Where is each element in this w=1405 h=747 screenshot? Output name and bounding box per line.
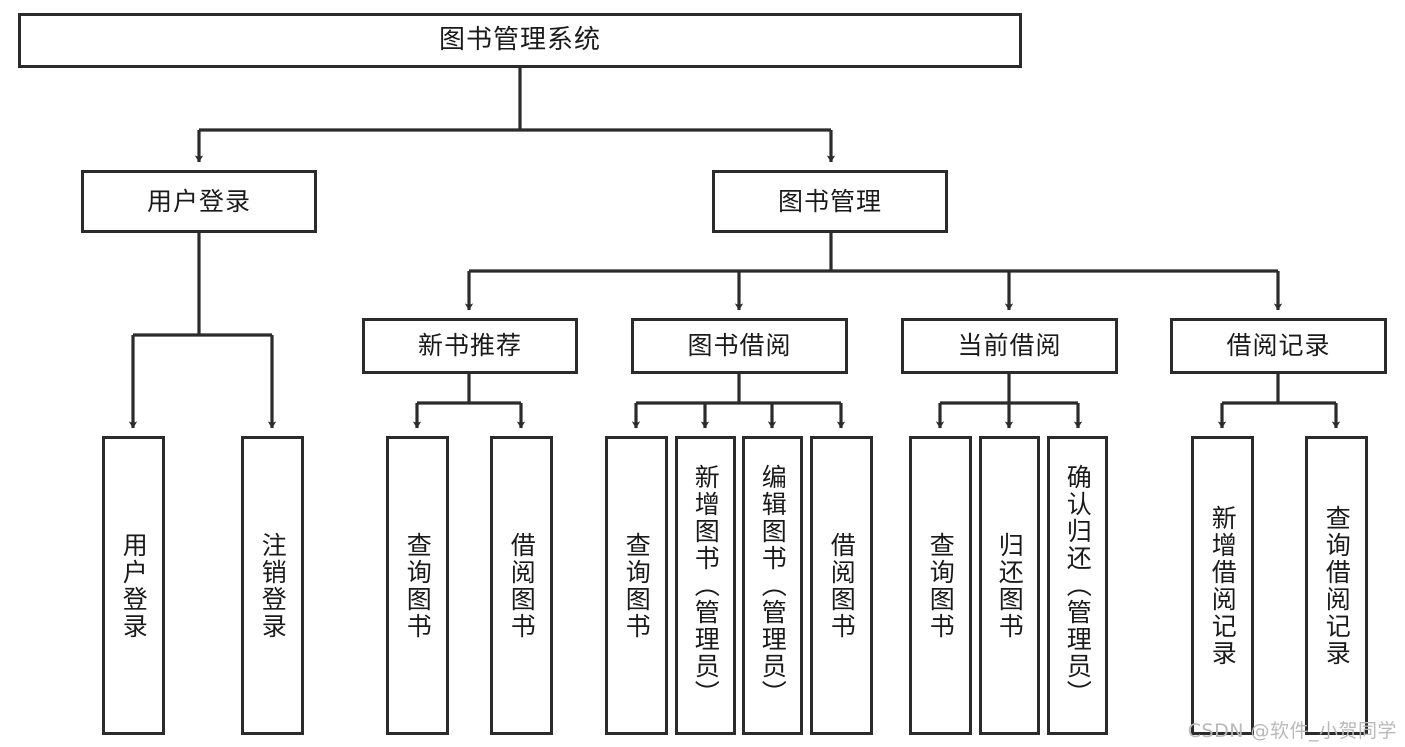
node-label: 借阅图书 (827, 531, 857, 640)
node-leaf-query-book-current[interactable]: 查询图书 (909, 436, 972, 735)
node-label: 借阅记录 (1226, 331, 1331, 361)
node-leaf-query-book-borrow[interactable]: 查询图书 (605, 436, 668, 735)
node-label: 借阅图书 (507, 531, 537, 640)
node-leaf-return-book[interactable]: 归还图书 (979, 436, 1040, 735)
node-book-management-system[interactable]: 图书管理系统 (18, 13, 1022, 68)
node-leaf-query-borrow-record[interactable]: 查询借阅记录 (1305, 436, 1368, 735)
node-label: 查询图书 (403, 531, 433, 640)
node-label: 图书管理系统 (438, 25, 601, 56)
node-leaf-borrow-book-recommend[interactable]: 借阅图书 (490, 436, 553, 735)
node-borrow-record[interactable]: 借阅记录 (1170, 318, 1387, 374)
node-leaf-add-book-admin[interactable]: 新增图书（管理员） (675, 436, 736, 735)
node-label: 归还图书 (995, 531, 1025, 640)
node-current-borrow[interactable]: 当前借阅 (901, 318, 1118, 374)
node-label: 查询图书 (622, 531, 652, 640)
node-leaf-confirm-return-admin[interactable]: 确认归还（管理员） (1047, 436, 1108, 735)
node-leaf-add-borrow-record[interactable]: 新增借阅记录 (1191, 436, 1254, 735)
node-label: 当前借阅 (957, 331, 1062, 361)
node-label: 确认归还（管理员） (1063, 464, 1093, 707)
node-leaf-user-login[interactable]: 用户登录 (102, 436, 165, 735)
node-leaf-query-book-recommend[interactable]: 查询图书 (386, 436, 449, 735)
node-label: 查询图书 (926, 531, 956, 640)
node-leaf-borrow-book[interactable]: 借阅图书 (810, 436, 873, 735)
node-new-book-recommend[interactable]: 新书推荐 (362, 318, 578, 374)
watermark-text: CSDN @软件_小贺同学 (1187, 720, 1397, 742)
node-label: 图书管理 (777, 186, 882, 216)
node-label: 新增借阅记录 (1208, 504, 1238, 667)
node-label: 图书借阅 (687, 331, 792, 361)
node-label: 新书推荐 (417, 331, 522, 361)
node-leaf-edit-book-admin[interactable]: 编辑图书（管理员） (742, 436, 803, 735)
node-leaf-logout-login[interactable]: 注销登录 (241, 436, 304, 735)
node-book-borrow[interactable]: 图书借阅 (631, 318, 848, 374)
node-label: 注销登录 (258, 531, 288, 640)
node-book-management[interactable]: 图书管理 (712, 170, 948, 233)
node-user-login[interactable]: 用户登录 (81, 170, 317, 233)
node-label: 用户登录 (146, 186, 251, 216)
node-label: 编辑图书（管理员） (758, 464, 788, 707)
node-label: 新增图书（管理员） (691, 464, 721, 707)
node-label: 用户登录 (119, 531, 149, 640)
node-label: 查询借阅记录 (1322, 504, 1352, 667)
